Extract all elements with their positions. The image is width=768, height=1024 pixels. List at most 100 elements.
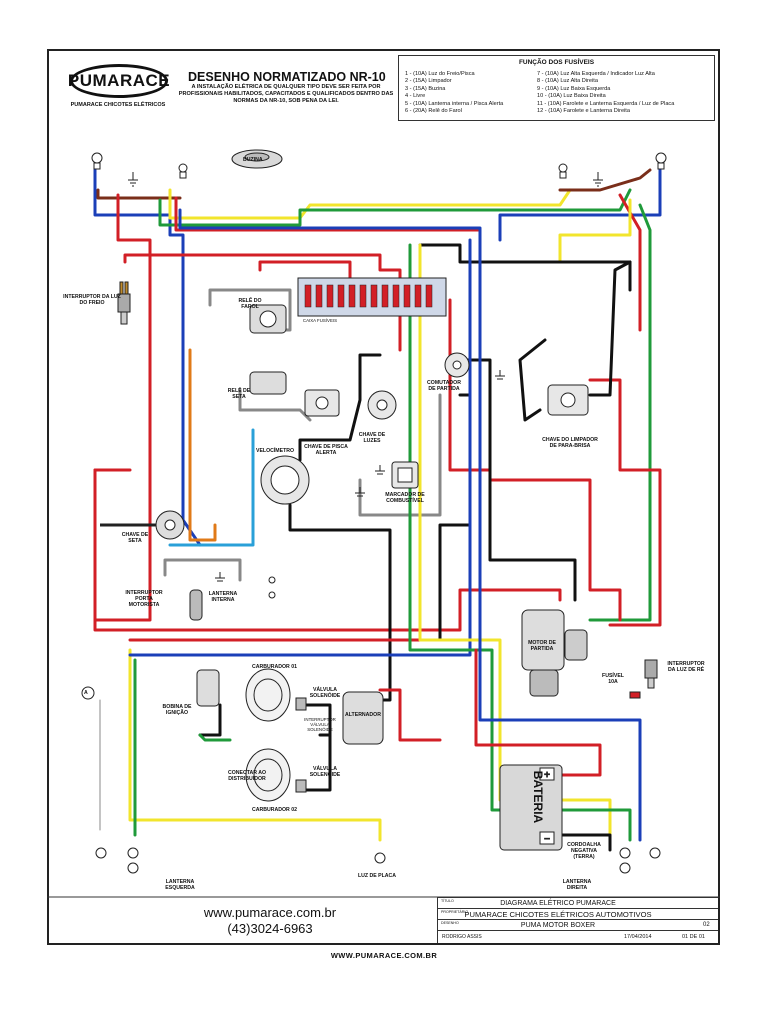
title-block-title: DIAGRAMA ELÉTRICO PUMARACE	[500, 900, 616, 907]
fuse-list-right: 7 - (10A) Luz Alta Esquerda / Indicador …	[537, 71, 674, 115]
speedometer-icon	[260, 455, 310, 505]
wire-red-right-loop	[448, 298, 622, 622]
wire-black-1	[418, 243, 632, 292]
title-block-owner: PUMARACE CHICOTES ELÉTRICOS AUTOMOTIVOS	[464, 910, 652, 919]
fuse-item: 9 - (10A) Luz Baixa Esquerda	[537, 85, 611, 92]
footer-website[interactable]: www.pumarace.com.br	[203, 905, 337, 920]
wire-red-left	[93, 193, 152, 622]
wire-red-bat	[474, 648, 602, 777]
reverse-switch-icon	[644, 659, 658, 689]
logo-wordmark: PUMARACE	[68, 64, 170, 98]
wire-brown-top-right	[558, 168, 652, 192]
plate-lamp-icon	[374, 852, 386, 864]
fuse-box-icon	[297, 277, 447, 317]
fuel-gauge-icon	[391, 461, 419, 489]
wire-red-dash	[93, 468, 562, 632]
starter-motor-icon	[521, 609, 588, 697]
label-plate-lamp: LUZ DE PLACA	[358, 873, 397, 879]
wire-yellow-right	[558, 198, 632, 262]
label-carburetor-2: CARBURADOR 02	[252, 807, 297, 813]
label-brake-switch: INTERRUPTOR DA LUZ DO FREIO	[63, 294, 121, 306]
label-marker-a: A	[84, 690, 88, 696]
wire-brown-top-left	[96, 188, 182, 200]
turn-relay-icon	[249, 371, 287, 395]
fuse-function-table: FUNÇÃO DOS FUSÍVEIS 1 - (10A) Luz do Fre…	[398, 55, 715, 121]
fuse-list-left: 1 - (10A) Luz do Freio/Pisca 2 - (15A) L…	[405, 71, 503, 115]
door-switch-icon	[189, 589, 203, 621]
wire-red-alt	[378, 688, 442, 742]
wire-black-2	[298, 353, 382, 462]
headlamp-right-icon	[655, 152, 667, 170]
safety-notice: A INSTALAÇÃO ELÉTRICA DE QUALQUER TIPO D…	[178, 84, 394, 104]
wire-green-top	[158, 188, 632, 227]
title-block-designer: RODRIGO ASSIS	[442, 934, 482, 940]
fuse-item: 3 - (15A) Buzina	[405, 85, 446, 92]
title-block-key: PROPRIETÁRIO	[441, 910, 469, 914]
label-reverse-switch: INTERRUPTOR DA LUZ DE RÉ	[667, 661, 705, 673]
wire-blue-long	[128, 238, 472, 657]
fuse-10a-icon	[629, 691, 641, 699]
label-tail-lamp-right: LANTERNA DIREITA	[562, 879, 592, 891]
title-block-date: 17/04/2014	[624, 934, 652, 940]
ignition-coil-icon	[196, 669, 220, 707]
ignition-switch-icon	[444, 352, 470, 378]
label-hazard-switch: CHAVE DE PISCA ALERTA	[304, 444, 348, 456]
page-title: DESENHO NORMATIZADO NR-10	[188, 70, 386, 84]
light-switch-icon	[367, 390, 397, 420]
title-block-drawing: PUMA MOTOR BOXER	[520, 922, 596, 929]
label-ground-strap: CORDOALHA NEGATIVA (TERRA)	[567, 842, 601, 860]
wire-black-3	[448, 358, 577, 602]
footer-phone: (43)3024-6963	[227, 921, 313, 936]
title-block-revision: 02	[703, 922, 710, 928]
carburetor-2-icon	[245, 748, 291, 802]
wiper-switch-icon	[547, 384, 589, 416]
wire-gray-4	[163, 558, 242, 582]
fuse-item: 4 - Livre	[405, 93, 426, 100]
logo-tagline: PUMARACE CHICOTES ELÉTRICOS	[70, 102, 166, 108]
label-speedometer: VELOCÍMETRO	[256, 448, 295, 454]
wire-black-7	[588, 260, 632, 397]
wire-green-mid	[408, 243, 632, 842]
wire-orange	[188, 348, 217, 542]
wire-red-far-right	[588, 378, 662, 627]
label-interior-light: LANTERNA INTERNA	[208, 591, 238, 603]
label-fuse-10a: FUSÍVEL 10A	[602, 673, 624, 685]
label-alternator: ALTERNADOR	[345, 712, 381, 718]
label-carburetor-1: CARBURADOR 01	[252, 664, 297, 670]
title-block: TÍTULO DIAGRAMA ELÉTRICO PUMARACE PROPRI…	[437, 897, 718, 943]
label-battery: BATERIA	[531, 770, 546, 824]
label-ignition-switch: COMUTADOR DE PARTIDA	[427, 380, 461, 392]
fuse-item: 8 - (10A) Luz Alta Direita	[537, 78, 598, 85]
label-solenoid-valve-2: VÁLVULA SOLENÓIDE	[309, 766, 341, 778]
wire-blue-top	[178, 208, 482, 242]
label-distributor: CONECTAR AO DISTRIBUIDOR	[227, 770, 267, 782]
label-ignition-coil: BOBINA DE IGNIÇÃO	[162, 704, 192, 716]
wire-red-main	[123, 253, 402, 352]
marker-a-icon	[81, 686, 95, 700]
title-block-key: DESENHO	[441, 921, 459, 925]
label-turn-signal-switch: CHAVE DE SETA	[121, 532, 149, 544]
label-turn-relay: RELÊ DE SETA	[227, 388, 251, 400]
bottom-website[interactable]: WWW.PUMARACE.COM.BR	[330, 951, 438, 960]
solenoid-valve-icon	[295, 697, 307, 793]
wire-red-right	[618, 193, 642, 332]
wire-black-ground	[558, 833, 612, 852]
headlamp-left-icon	[91, 152, 103, 170]
label-fuel-gauge: MARCADOR DE COMBUSTÍVEL	[385, 492, 425, 504]
fuse-item: 6 - (20A) Relê do Farol	[405, 108, 462, 115]
horn-icon	[231, 149, 283, 169]
wire-green-sol	[198, 733, 232, 742]
fuse-item: 5 - (10A) Lanterna interna / Pisca Alert…	[405, 100, 504, 107]
label-door-switch: INTERRUPTOR PORTA MOTORISTA	[125, 590, 163, 608]
svg-text:+: +	[544, 770, 550, 781]
wire-black-6	[518, 338, 547, 422]
label-wiper-switch: CHAVE DO LIMPADOR DE PARA-BRISA	[542, 437, 598, 449]
wire-black-5	[288, 503, 392, 702]
svg-text:−: −	[544, 834, 550, 845]
wire-blue-right-long	[478, 238, 642, 842]
wire-lightblue	[168, 428, 255, 547]
wire-black-4	[438, 393, 472, 642]
label-buzina: BUZINA	[243, 157, 263, 163]
carburetor-1-icon	[245, 668, 291, 722]
